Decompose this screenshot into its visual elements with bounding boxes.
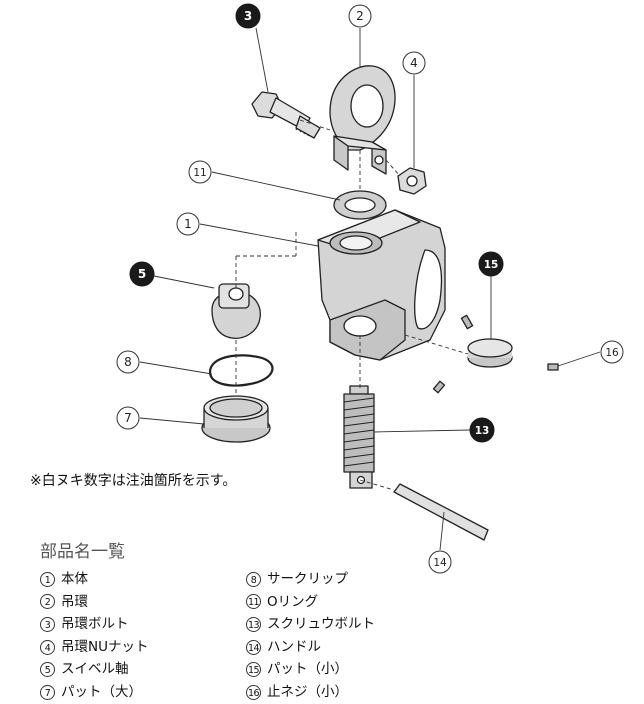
label-text: 15 (484, 259, 499, 271)
label-15: 15 (478, 251, 504, 277)
parts-list-title: 部品名一覧 (40, 542, 125, 562)
part-name: パット（大） (61, 683, 142, 700)
circlip-drawing (208, 354, 274, 387)
part-item: 8 サークリップ (246, 568, 375, 591)
label-text: 5 (138, 267, 146, 281)
label-text: 11 (193, 167, 206, 179)
label-13: 13 (469, 417, 495, 443)
part-item: 5 スイベル軸 (40, 658, 148, 681)
part-name: 止ネジ（小） (267, 683, 348, 700)
part-item: 14 ハンドル (246, 636, 375, 659)
part-item: 2 吊環 (40, 591, 148, 614)
label-2: 2 (348, 4, 372, 28)
part-number-badge: 2 (40, 594, 55, 610)
label-16: 16 (600, 340, 624, 364)
part-number-badge: 1 (40, 571, 55, 587)
screw-bolt-drawing (343, 385, 375, 489)
part-item: 4 吊環NUナット (40, 636, 148, 659)
part-item: 13 スクリュウボルト (246, 613, 375, 636)
label-text: 2 (356, 9, 364, 23)
assembly-lines (235, 119, 469, 491)
label-text: 13 (475, 425, 490, 437)
part-name: 吊環ボルト (61, 616, 129, 633)
handle-drawing (393, 483, 489, 541)
part-number-badge: 14 (246, 639, 261, 655)
label-text: 7 (124, 411, 132, 425)
body-drawing (317, 209, 446, 361)
label-7: 7 (116, 406, 140, 430)
label-4: 4 (402, 51, 426, 75)
part-name: スイベル軸 (61, 661, 129, 678)
large-pad-drawing (201, 395, 271, 443)
part-name: スクリュウボルト (267, 616, 375, 633)
part-number-badge: 13 (246, 616, 261, 632)
parts-list-right: 8 サークリップ 11 Oリング 13 スクリュウボルト 14 ハンドル 15 パット（小… (246, 568, 375, 704)
part-item: 15 パット（小） (246, 658, 375, 681)
label-8: 8 (116, 350, 140, 374)
label-text: 1 (184, 217, 192, 231)
set-screw-drawing (460, 314, 474, 330)
parts-list-left: 1 本体 2 吊環 3 吊環ボルト 4 吊環NUナット 5 スイベル軸 7 パット（大） (40, 568, 148, 704)
label-text: 16 (605, 347, 619, 359)
label-text: 3 (244, 9, 252, 23)
part-name: Oリング (267, 593, 319, 610)
label-11: 11 (188, 160, 212, 184)
part-item: 16 止ネジ（小） (246, 681, 375, 704)
part-number-badge: 5 (40, 662, 55, 678)
set-screw-drawing-3 (547, 363, 559, 371)
label-text: 14 (433, 557, 447, 569)
part-item: 7 パット（大） (40, 681, 148, 704)
part-item: 11 Oリング (246, 591, 375, 614)
hanger-ring-bolt-drawing (251, 91, 321, 139)
part-name: ハンドル (267, 638, 321, 655)
part-number-badge: 11 (246, 594, 261, 610)
set-screw-drawing-2 (432, 380, 446, 394)
label-1: 1 (176, 212, 200, 236)
o-ring-hole (344, 197, 376, 213)
part-number-badge: 3 (40, 616, 55, 632)
hanger-ring-drawing (329, 65, 396, 175)
label-3: 3 (235, 3, 261, 29)
small-pad-drawing (467, 338, 513, 368)
part-name: 吊環 (61, 593, 88, 610)
label-text: 4 (410, 56, 418, 70)
lubrication-note: ※白ヌキ数字は注油箇所を示す。 (30, 473, 237, 489)
swivel-shaft-drawing (211, 283, 261, 339)
part-name: パット（小） (267, 661, 348, 678)
part-number-badge: 16 (246, 684, 261, 700)
part-number-badge: 4 (40, 639, 55, 655)
leader-lines (139, 27, 601, 551)
part-number-badge: 8 (246, 571, 261, 587)
part-item: 3 吊環ボルト (40, 613, 148, 636)
part-number-badge: 15 (246, 662, 261, 678)
label-5: 5 (129, 261, 155, 287)
label-14: 14 (428, 550, 452, 574)
part-name: 吊環NUナット (61, 638, 149, 655)
part-number-badge: 7 (40, 684, 55, 700)
part-name: 本体 (61, 571, 88, 587)
nut-hole (406, 175, 418, 187)
part-item: 1 本体 (40, 568, 148, 591)
label-text: 8 (124, 355, 132, 369)
part-name: サークリップ (267, 571, 348, 587)
